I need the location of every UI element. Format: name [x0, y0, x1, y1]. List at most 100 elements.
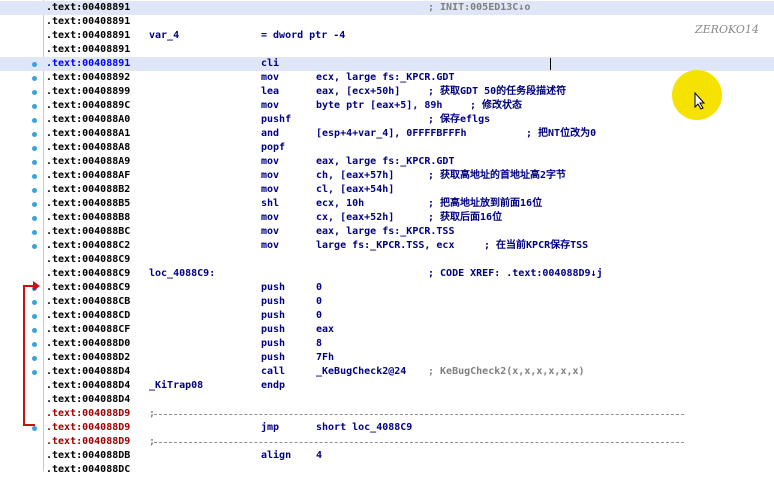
- code-line[interactable]: .text:004088DB align 4: [0, 449, 774, 463]
- code-line[interactable]: .text:004088C9 push 0: [0, 281, 774, 295]
- address[interactable]: .text:004088A0: [46, 114, 131, 125]
- code-label[interactable]: loc_4088C9:: [149, 268, 216, 279]
- address[interactable]: .text:004088DC: [46, 464, 131, 475]
- breakpoint-dot-icon[interactable]: [32, 132, 37, 137]
- operands[interactable]: 7Fh: [316, 352, 335, 363]
- mnemonic[interactable]: mov: [261, 72, 280, 83]
- operands[interactable]: short loc_4088C9: [316, 422, 413, 433]
- address[interactable]: .text:004088D4: [46, 394, 131, 405]
- address[interactable]: .text:0040889C: [46, 100, 131, 111]
- code-line[interactable]: .text:004088C9: [0, 253, 774, 267]
- address[interactable]: .text:004088D0: [46, 338, 131, 349]
- breakpoint-dot-icon[interactable]: [32, 76, 37, 81]
- operands[interactable]: 4: [316, 450, 323, 461]
- code-line[interactable]: .text:004088A1 and [esp+4+var_4], 0FFFFBFF…: [0, 127, 774, 141]
- mnemonic[interactable]: and: [261, 128, 280, 139]
- mnemonic[interactable]: align: [261, 450, 292, 461]
- code-line[interactable]: .text:00408892 mov ecx, large fs:_KPCR.GDT: [0, 71, 774, 85]
- breakpoint-dot-icon[interactable]: [32, 328, 37, 333]
- code-line[interactable]: .text:004088CB push 0: [0, 295, 774, 309]
- operands[interactable]: cl, [eax+54h]: [316, 184, 395, 195]
- address[interactable]: .text:00408891: [46, 44, 131, 55]
- address[interactable]: .text:004088B2: [46, 184, 131, 195]
- breakpoint-dot-icon[interactable]: [32, 160, 37, 165]
- operands[interactable]: ecx, 10h: [316, 198, 365, 209]
- address[interactable]: .text:004088A9: [46, 156, 131, 167]
- code-line[interactable]: .text:004088D9 jmp short loc_4088C9: [0, 421, 774, 435]
- mnemonic[interactable]: call: [261, 366, 286, 377]
- mnemonic[interactable]: jmp: [261, 422, 280, 433]
- address[interactable]: .text:004088C2: [46, 240, 131, 251]
- breakpoint-dot-icon[interactable]: [32, 174, 37, 179]
- mnemonic[interactable]: push: [261, 296, 286, 307]
- breakpoint-dot-icon[interactable]: [32, 118, 37, 123]
- breakpoint-dot-icon[interactable]: [32, 426, 37, 431]
- mnemonic[interactable]: lea: [261, 86, 280, 97]
- breakpoint-dot-icon[interactable]: [32, 370, 37, 375]
- address[interactable]: .text:00408891: [46, 30, 131, 41]
- address[interactable]: .text:004088B8: [46, 212, 131, 223]
- code-line[interactable]: .text:00408891; INIT:005ED13C↓o: [0, 1, 774, 15]
- mnemonic[interactable]: mov: [261, 212, 280, 223]
- address[interactable]: .text:004088DB: [46, 450, 131, 461]
- breakpoint-dot-icon[interactable]: [32, 216, 37, 221]
- mnemonic[interactable]: mov: [261, 240, 280, 251]
- operands[interactable]: 0: [316, 296, 323, 307]
- operands[interactable]: ch, [eax+57h]: [316, 170, 395, 181]
- address[interactable]: .text:004088CD: [46, 310, 131, 321]
- code-line[interactable]: .text:00408891: [0, 43, 774, 57]
- breakpoint-dot-icon[interactable]: [32, 146, 37, 151]
- mnemonic[interactable]: cli: [261, 58, 280, 69]
- mnemonic[interactable]: mov: [261, 184, 280, 195]
- operands[interactable]: eax, large fs:_KPCR.TSS: [316, 226, 455, 237]
- mnemonic[interactable]: push: [261, 352, 286, 363]
- address[interactable]: .text:004088CB: [46, 296, 131, 307]
- operands[interactable]: eax: [316, 324, 335, 335]
- address[interactable]: .text:00408892: [46, 72, 131, 83]
- operands[interactable]: 0: [316, 282, 323, 293]
- address[interactable]: .text:004088C9: [46, 282, 131, 293]
- address[interactable]: .text:004088D9: [46, 422, 131, 433]
- address[interactable]: .text:00408891: [46, 16, 131, 27]
- breakpoint-dot-icon[interactable]: [32, 356, 37, 361]
- address[interactable]: .text:004088A1: [46, 128, 131, 139]
- mnemonic[interactable]: mov: [261, 170, 280, 181]
- mnemonic[interactable]: mov: [261, 100, 280, 111]
- operands[interactable]: ecx, large fs:_KPCR.GDT: [316, 72, 455, 83]
- code-line[interactable]: .text:004088D9;: [0, 407, 774, 421]
- operands[interactable]: 0: [316, 310, 323, 321]
- breakpoint-dot-icon[interactable]: [32, 244, 37, 249]
- operands[interactable]: byte ptr [eax+5], 89h: [316, 100, 443, 111]
- mnemonic[interactable]: push: [261, 282, 286, 293]
- breakpoint-dot-icon[interactable]: [32, 202, 37, 207]
- operands[interactable]: [esp+4+var_4], 0FFFFBFFFh: [316, 128, 467, 139]
- breakpoint-dot-icon[interactable]: [32, 104, 37, 109]
- address[interactable]: .text:004088B5: [46, 198, 131, 209]
- breakpoint-dot-icon[interactable]: [32, 300, 37, 305]
- code-line[interactable]: .text:004088BC mov eax, large fs:_KPCR.TSS: [0, 225, 774, 239]
- breakpoint-dot-icon[interactable]: [32, 314, 37, 319]
- mnemonic[interactable]: popf: [261, 142, 286, 153]
- breakpoint-dot-icon[interactable]: [32, 62, 37, 67]
- operands[interactable]: cx, [eax+52h]: [316, 212, 395, 223]
- mnemonic[interactable]: push: [261, 324, 286, 335]
- mnemonic[interactable]: shl: [261, 198, 280, 209]
- mnemonic[interactable]: mov: [261, 226, 280, 237]
- code-label[interactable]: var_4: [149, 30, 180, 41]
- address[interactable]: .text:004088BC: [46, 226, 131, 237]
- operands[interactable]: eax, [ecx+50h]: [316, 86, 401, 97]
- breakpoint-dot-icon[interactable]: [32, 188, 37, 193]
